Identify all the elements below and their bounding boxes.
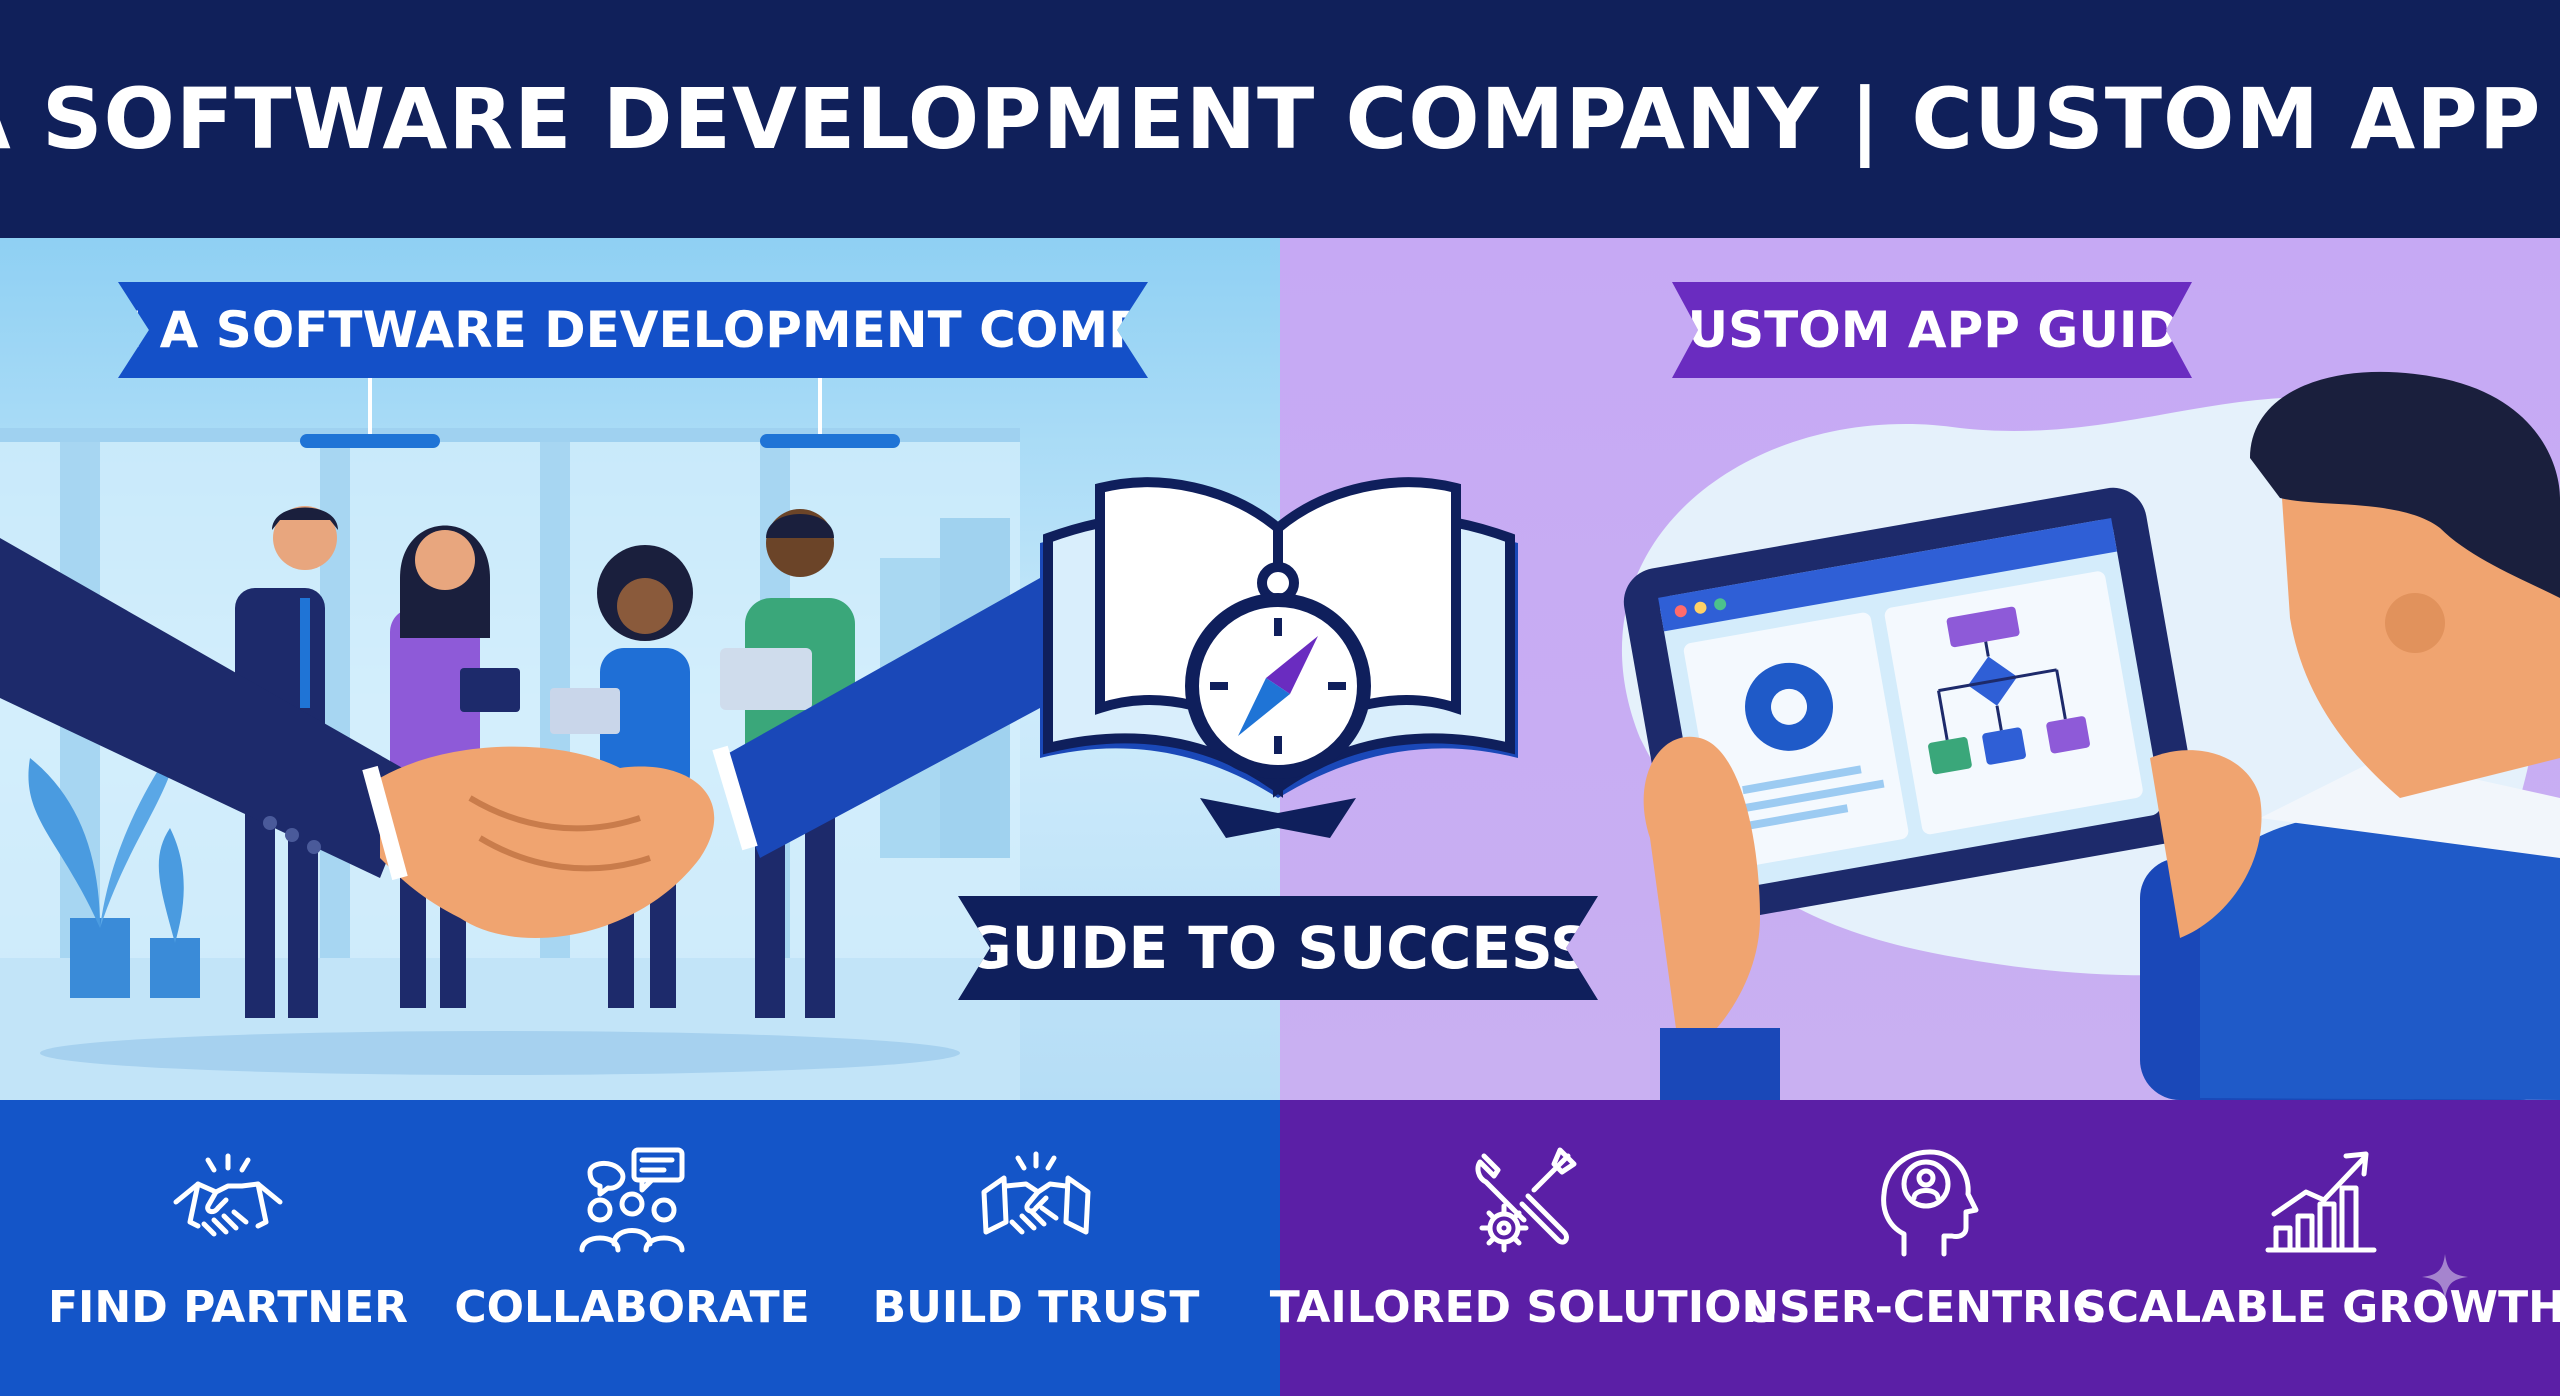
tablet-illustration [1621, 371, 2560, 1100]
feature-label: USER-CENTRIC [1743, 1282, 2105, 1333]
sparkle-icon [2422, 1254, 2468, 1300]
feature-user-centric: USER-CENTRIC [1724, 1142, 2124, 1362]
left-section-ribbon: HIRE A SOFTWARE DEVELOPMENT COMPANY [118, 282, 1148, 378]
feature-tailored-solution: TAILORED SOLUTION [1270, 1142, 1778, 1362]
guide-book-icon [1040, 477, 1518, 838]
feature-label: FIND PARTNER [47, 1282, 409, 1333]
handshake-illustration [0, 538, 1040, 938]
feature-label: BUILD TRUST [872, 1282, 1200, 1333]
feature-collaborate: COLLABORATE [432, 1142, 832, 1362]
feature-label: TAILORED SOLUTION [1269, 1282, 1779, 1333]
header-bar: HIRE A SOFTWARE DEVELOPMENT COMPANY | CU… [0, 0, 2560, 238]
guide-ribbon: GUIDE TO SUCCESS [958, 896, 1598, 1000]
handshake-icon [173, 1153, 283, 1237]
plant-decoration [28, 738, 200, 998]
page-title: HIRE A SOFTWARE DEVELOPMENT COMPANY | CU… [0, 70, 2560, 168]
team-chat-icon [579, 1147, 685, 1253]
head-user-icon [1881, 1149, 1979, 1257]
right-section-ribbon: CUSTOM APP GUIDE [1672, 282, 2192, 378]
growth-chart-icon [2265, 1151, 2377, 1253]
feature-label: SCALABLE GROWTH [2075, 1282, 2560, 1333]
handshake-icon [981, 1151, 1091, 1235]
feature-find-partner: FIND PARTNER [28, 1142, 428, 1362]
illustration-scene [0, 371, 2560, 1100]
feature-build-trust: BUILD TRUST [836, 1142, 1236, 1362]
feature-scalable-growth: SCALABLE GROWTH [2075, 1142, 2560, 1362]
feature-label: COLLABORATE [454, 1282, 810, 1333]
tools-gear-icon [1475, 1147, 1577, 1253]
